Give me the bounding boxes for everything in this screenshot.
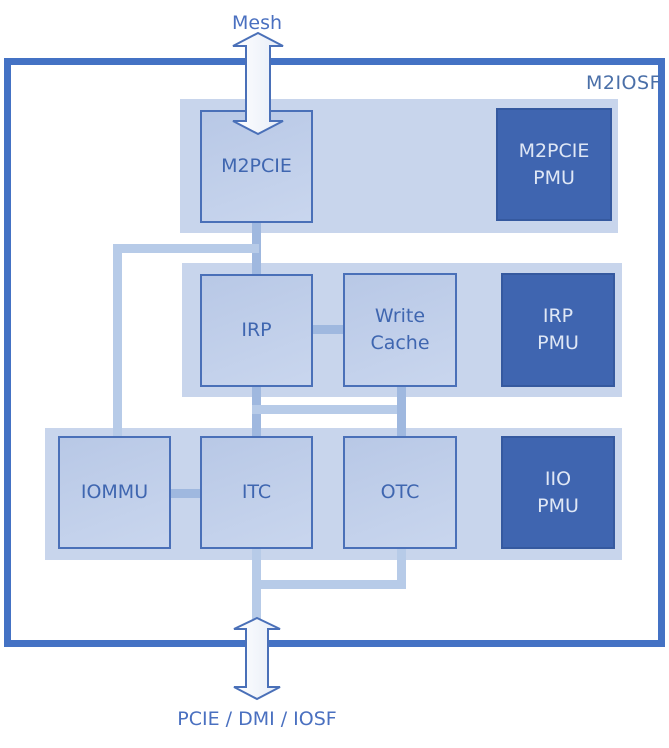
m2iosf-label: M2IOSF bbox=[585, 72, 661, 94]
irp-block[interactable]: IRP bbox=[200, 274, 313, 387]
otc-block[interactable]: OTC bbox=[343, 436, 457, 549]
itc-block[interactable]: ITC bbox=[200, 436, 313, 549]
write-cache-block[interactable]: Write Cache bbox=[343, 273, 457, 387]
mesh-label: Mesh bbox=[231, 12, 283, 34]
m2iosf-container bbox=[4, 58, 665, 647]
wire-otc-bottom-h bbox=[252, 580, 405, 589]
wire-m2pcie-iommu-v bbox=[113, 244, 122, 439]
m2pcie-pmu-block[interactable]: M2PCIE PMU bbox=[496, 108, 612, 221]
wire-irp-otc-h bbox=[252, 405, 405, 414]
wire-writecache-otc bbox=[397, 386, 406, 438]
wire-irp-writecache bbox=[311, 325, 345, 334]
wire-iommu-itc bbox=[170, 489, 202, 498]
mesh-double-arrow-icon bbox=[232, 31, 284, 136]
pcie-double-arrow-icon bbox=[233, 616, 281, 701]
wire-m2pcie-iommu-h bbox=[113, 244, 259, 253]
wire-otc-bottom-v bbox=[397, 549, 406, 589]
irp-pmu-block[interactable]: IRP PMU bbox=[501, 273, 615, 387]
iommu-block[interactable]: IOMMU bbox=[58, 436, 171, 549]
iio-pmu-block[interactable]: IIO PMU bbox=[501, 436, 615, 549]
pcie-dmi-iosf-label: PCIE / DMI / IOSF bbox=[177, 708, 337, 730]
